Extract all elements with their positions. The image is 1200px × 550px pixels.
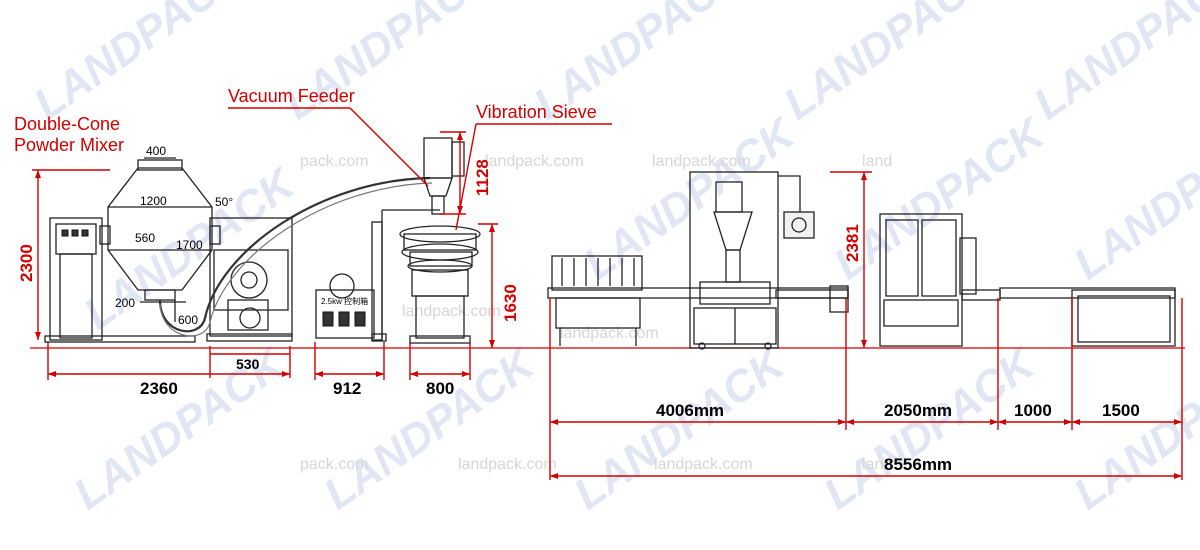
watermark-site: land bbox=[862, 456, 892, 473]
watermark-site: land bbox=[862, 153, 892, 170]
total-length-value: 8556mm bbox=[884, 455, 952, 474]
horizontal-dimensions: 530 2360 912 800 4006mm 2050mm 1000 1500 bbox=[35, 132, 1183, 480]
watermark-site: landpack.com bbox=[485, 153, 584, 170]
watermark-logo: LANDPACK bbox=[275, 0, 505, 129]
watermark-site: pack.com bbox=[300, 153, 368, 170]
segment-3-value: 1000 bbox=[1014, 401, 1052, 420]
watermark-site: landpack.com bbox=[402, 303, 501, 320]
feeder-panel-text: 2.5kw 控制箱 bbox=[321, 296, 368, 306]
mixer-label-line1: Double-Cone bbox=[14, 114, 120, 134]
output-conveyor bbox=[999, 287, 1176, 347]
watermark-logo: LANDPACK bbox=[775, 0, 1005, 129]
watermark-site: landpack.com bbox=[458, 456, 557, 473]
vacuum-feeder: 2.5kw 控制箱 bbox=[315, 137, 465, 342]
hose bbox=[158, 176, 431, 333]
segment-4-value: 1500 bbox=[1102, 401, 1140, 420]
watermark-logo: LANDPACK bbox=[565, 337, 795, 519]
mixer-top-width-label: 400 bbox=[146, 144, 166, 158]
mixer-outlet-width-label: 200 bbox=[115, 296, 135, 310]
mixer-total-width-value: 2360 bbox=[140, 379, 178, 398]
vacuum-feeder-label: Vacuum Feeder bbox=[228, 86, 355, 106]
vibration-sieve bbox=[399, 225, 481, 344]
mixer-height-value: 2300 bbox=[17, 244, 36, 282]
sieve-base-width-value: 800 bbox=[426, 379, 454, 398]
mixer-cone-width-label: 1200 bbox=[140, 194, 167, 208]
feeder-height-value: 1128 bbox=[473, 159, 492, 196]
watermark-site: landpack.com bbox=[654, 456, 753, 473]
mixer-side-height-label: 1700 bbox=[176, 238, 203, 252]
mixer-label-line2: Powder Mixer bbox=[14, 135, 124, 155]
watermark-site: landpack.com bbox=[652, 153, 751, 170]
watermark-layer: LANDPACK LANDPACK LANDPACK LANDPACK LAND… bbox=[25, 0, 1200, 519]
watermark-site: pack.com bbox=[300, 456, 368, 473]
capping-machine bbox=[879, 213, 1001, 347]
mixer-angle-label: 50° bbox=[215, 195, 233, 209]
vibration-sieve-label: Vibration Sieve bbox=[476, 102, 597, 122]
watermark-logo: LANDPACK bbox=[1065, 337, 1200, 519]
filler-height-value: 2381 bbox=[843, 224, 862, 262]
watermark-logo: LANDPACK bbox=[1065, 107, 1200, 289]
mixer-inner-width-label: 560 bbox=[135, 231, 155, 245]
watermark-site: landpack.com bbox=[560, 325, 659, 342]
auger-filler bbox=[689, 171, 815, 350]
watermark-logo: LANDPACK bbox=[25, 0, 255, 129]
mixer-motor-width-value: 530 bbox=[236, 356, 260, 372]
watermark-logo: LANDPACK bbox=[315, 337, 545, 519]
watermark-logo: LANDPACK bbox=[65, 337, 295, 519]
feeder-base-width-value: 912 bbox=[333, 379, 361, 398]
segment-2-value: 2050mm bbox=[884, 401, 952, 420]
sieve-height-value: 1630 bbox=[501, 284, 520, 322]
mixer-outlet-offset-label: 600 bbox=[178, 313, 198, 327]
watermark-logo: LANDPACK bbox=[1025, 0, 1200, 129]
segment-1-value: 4006mm bbox=[656, 401, 724, 420]
watermark-logo: LANDPACK bbox=[815, 337, 1045, 519]
